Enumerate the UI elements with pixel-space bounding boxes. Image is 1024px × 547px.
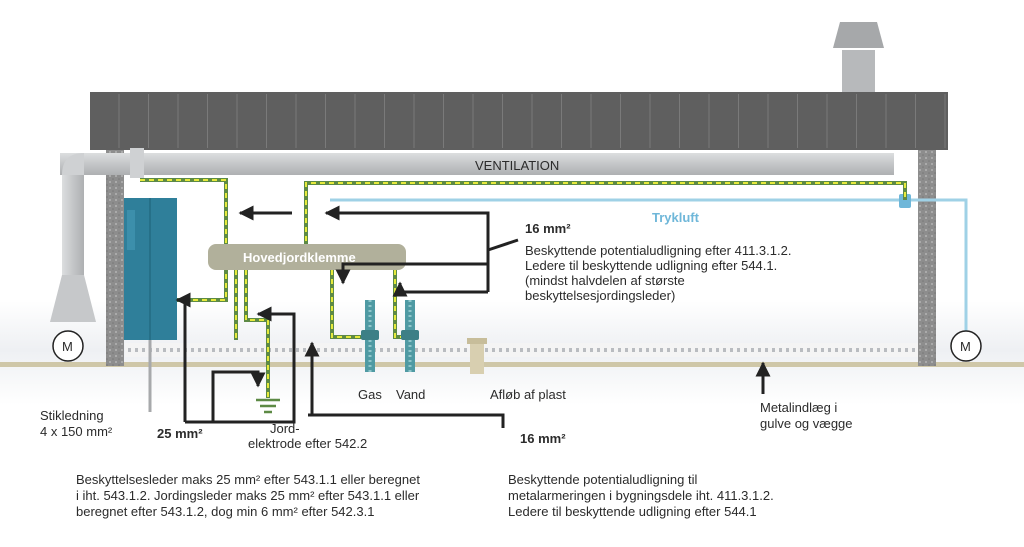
hovedjordklemme-label: Hovedjordklemme: [243, 250, 356, 265]
stikledning-label: Stikledning 4 x 150 mm²: [40, 408, 113, 439]
svg-text:M: M: [960, 339, 971, 354]
afloeb-label: Afløb af plast: [490, 387, 566, 402]
protective-conductors: [140, 178, 907, 398]
bottom-right-note: Beskyttende potentialudligning til metal…: [508, 472, 777, 519]
gas-label: Gas: [358, 387, 382, 402]
top-right-note: Beskyttende potentialudligning efter 411…: [525, 243, 795, 303]
air-coupling: [899, 194, 911, 208]
svg-text:M: M: [62, 339, 73, 354]
bonding-conductors: [175, 205, 771, 428]
ventilation-label: VENTILATION: [475, 158, 559, 173]
gas-pipe: [361, 300, 379, 372]
jordelektrode-label: Jord- elektrode efter 542.2: [248, 421, 367, 451]
ground-line: [0, 362, 1024, 367]
chimney-pipe: [842, 50, 875, 95]
left-wall: [106, 148, 124, 366]
metalindlaeg-label: Metalindlæg i gulve og vægge: [760, 400, 853, 431]
roof: [90, 92, 948, 150]
chimney-cap: [833, 22, 884, 48]
main-cabinet: [124, 198, 177, 340]
water-pipe: [401, 300, 419, 372]
ventilation-duct: [50, 148, 894, 322]
left-motor: M: [52, 330, 84, 362]
size-16-top-label: 16 mm²: [525, 221, 571, 236]
plastic-drain: [467, 338, 487, 374]
trykluft-label: Trykluft: [652, 210, 700, 225]
right-wall: [918, 148, 936, 366]
vand-label: Vand: [396, 387, 425, 402]
right-motor: M: [950, 330, 982, 362]
size-16-bottom-label: 16 mm²: [520, 431, 566, 446]
earth-electrode: [256, 398, 280, 414]
size-25-label: 25 mm²: [157, 426, 203, 441]
bottom-left-note: Beskyttelsesleder maks 25 mm² efter 543.…: [76, 472, 424, 519]
